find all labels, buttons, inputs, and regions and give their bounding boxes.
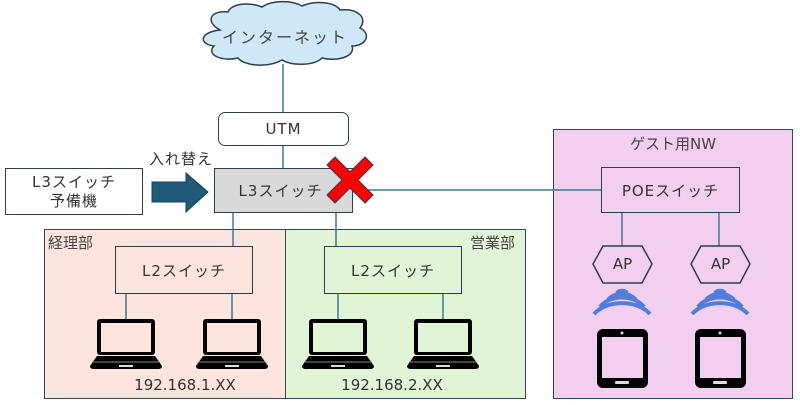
ap-label: AP	[612, 255, 633, 273]
ip-accounting: 192.168.1.XX	[134, 376, 236, 394]
utm-label: UTM	[265, 120, 302, 138]
laptop-icon	[407, 319, 479, 369]
tablet-icon	[695, 329, 746, 388]
tablet-icon	[597, 329, 648, 388]
ap-label: AP	[710, 255, 731, 273]
ap-hexagon	[592, 245, 653, 284]
poe-switch-node[interactable]: POEスイッチ	[601, 167, 740, 213]
ap-hexagon	[690, 245, 751, 284]
l2-switch-label: L2スイッチ	[142, 261, 226, 280]
replace-arrow-icon	[151, 171, 209, 214]
failure-x-icon	[326, 156, 374, 204]
spare-line2: 予備機	[49, 191, 98, 210]
poe-switch-label: POEスイッチ	[621, 181, 720, 200]
wifi-icon	[592, 288, 652, 316]
zone-guest-label: ゲスト用NW	[629, 135, 717, 153]
wifi-icon	[690, 288, 750, 316]
laptop-icon	[90, 319, 162, 369]
zone-accounting-label: 経理部	[48, 234, 94, 252]
spare-l3-switch-node[interactable]: L3スイッチ 予備機	[5, 168, 143, 215]
replace-label: 入れ替え	[149, 150, 214, 168]
utm-node[interactable]: UTM	[218, 112, 349, 146]
l3-switch-label: L3スイッチ	[238, 182, 323, 200]
l2-switch-accounting[interactable]: L2スイッチ	[115, 246, 253, 294]
l2-switch-sales[interactable]: L2スイッチ	[324, 246, 462, 294]
l2-switch-label: L2スイッチ	[351, 261, 435, 280]
laptop-icon	[196, 319, 268, 369]
ip-sales: 192.168.2.XX	[341, 376, 443, 394]
internet-cloud-icon	[202, 0, 368, 66]
spare-line1: L3スイッチ	[32, 172, 116, 191]
l3-switch-node[interactable]: L3スイッチ	[214, 168, 353, 213]
laptop-icon	[302, 319, 374, 369]
zone-sales-label: 営業部	[470, 234, 516, 252]
internet-label: インターネット	[221, 28, 348, 47]
